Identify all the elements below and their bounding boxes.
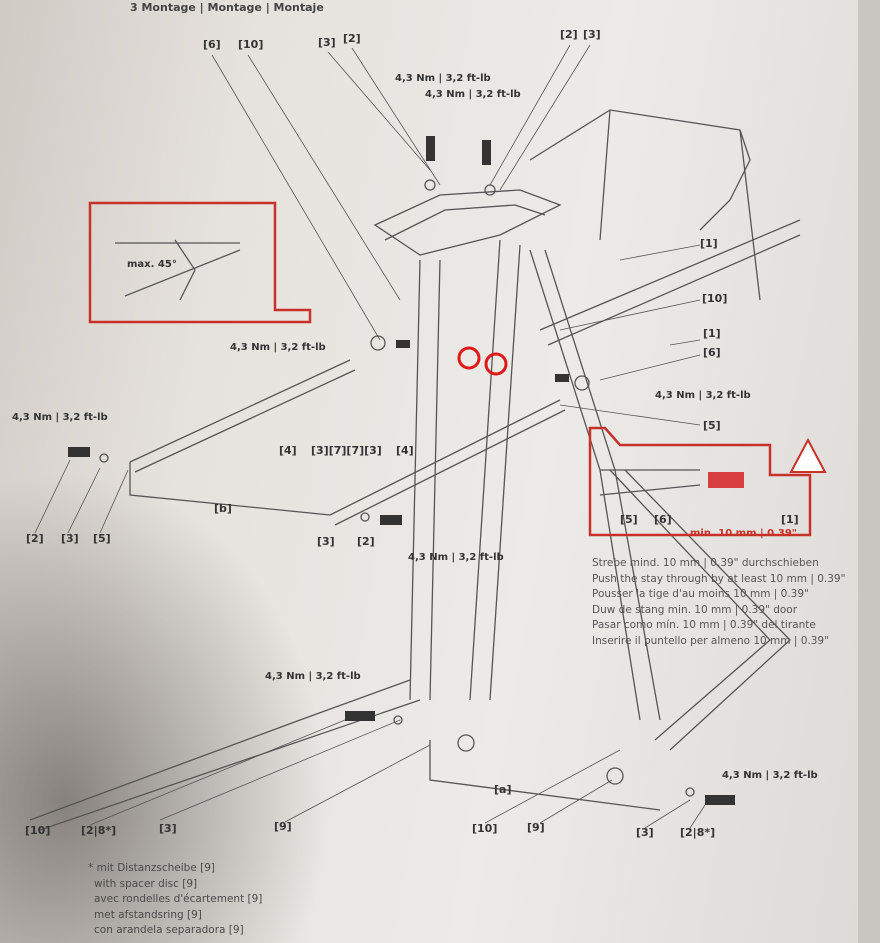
- push-instructions: Strebe mind. 10 mm | 0.39" durchschieben…: [592, 556, 845, 649]
- footnote-line: avec rondelles d'écartement [9]: [94, 893, 263, 905]
- part-label: [3]: [318, 36, 336, 49]
- part-label: [3]: [583, 28, 601, 41]
- torque-label: 4,3 Nm | 3,2 ft-lb: [230, 342, 326, 353]
- instruction-line: Duw de stang min. 10 mm | 0.39" door: [592, 603, 798, 616]
- right-stay: [539, 219, 801, 346]
- angle-detail-box: [88, 201, 312, 324]
- warning-icon: [789, 437, 827, 473]
- part-label: [10]: [472, 822, 498, 835]
- vertical-stays: [409, 239, 521, 701]
- instruction-line: Pasar como mín. 10 mm | 0.39" del tirant…: [592, 619, 816, 631]
- part-label: [1]: [781, 513, 799, 526]
- footnote-line: met afstandsring [9]: [94, 908, 202, 921]
- part-label: [6]: [203, 38, 221, 51]
- rack-frame-right: [529, 109, 761, 301]
- instruction-line: Strebe mind. 10 mm | 0.39" durchschieben: [592, 557, 819, 569]
- min-push-note: min. 10 mm | 0.39": [690, 528, 797, 539]
- instruction-line: Pousser la tige d'au moins 10 mm | 0.39": [592, 588, 809, 600]
- lower-stay: [329, 399, 566, 526]
- part-label: [10]: [702, 292, 728, 305]
- part-label: [5]: [620, 513, 638, 526]
- part-label: [2|8*]: [81, 824, 117, 837]
- part-label: [9]: [274, 820, 292, 833]
- left-stay: [129, 359, 356, 473]
- torque-label: 4,3 Nm | 3,2 ft-lb: [12, 412, 108, 423]
- part-label: [9]: [527, 821, 545, 834]
- highlight-circle: [457, 346, 481, 370]
- push-detail-box: [588, 426, 812, 537]
- torque-label: 4,3 Nm | 3,2 ft-lb: [655, 390, 751, 401]
- part-label: [5]: [93, 532, 111, 545]
- footnote-line: with spacer disc [9]: [94, 877, 198, 890]
- part-label: [5]: [703, 419, 721, 432]
- torque-label: 4,3 Nm | 3,2 ft-lb: [722, 770, 818, 781]
- part-label: [3][7][7][3]: [311, 444, 382, 457]
- footnote-line: * mit Distanzscheibe [9]: [88, 862, 215, 874]
- torque-label: 4,3 Nm | 3,2 ft-lb: [395, 73, 491, 84]
- part-label: [3]: [159, 822, 177, 835]
- next-page-edge: [858, 0, 880, 943]
- part-label: [10]: [25, 824, 51, 837]
- rack-top-platform: [373, 189, 562, 256]
- part-label: [10]: [238, 38, 264, 51]
- part-label: [2]: [343, 32, 361, 45]
- part-label: [4]: [396, 444, 414, 457]
- part-label: [6]: [703, 346, 721, 359]
- part-label: [3]: [61, 532, 79, 545]
- part-label: [2]: [26, 532, 44, 545]
- part-label: [2]: [560, 28, 578, 41]
- part-label: [b]: [214, 502, 232, 515]
- part-label: [2|8*]: [680, 826, 716, 839]
- instruction-line: Inserire il puntello per almeno 10 mm | …: [592, 634, 829, 647]
- part-label: [1]: [703, 327, 721, 340]
- part-label: [4]: [279, 444, 297, 457]
- shadow: [0, 470, 330, 943]
- highlight-circle: [484, 352, 508, 376]
- footnote: * mit Distanzscheibe [9] with spacer dis…: [88, 861, 262, 939]
- part-label: [a]: [494, 783, 512, 796]
- part-label: [6]: [654, 513, 672, 526]
- section-header: 3 Montage | Montage | Montaje: [130, 1, 324, 14]
- instruction-line: Push the stay through by at least 10 mm …: [592, 572, 846, 585]
- angle-note: max. 45°: [127, 259, 177, 270]
- part-label: [3]: [317, 535, 335, 548]
- part-label: [3]: [636, 826, 654, 839]
- torque-label: 4,3 Nm | 3,2 ft-lb: [265, 671, 361, 682]
- footnote-line: con arandela separadora [9]: [94, 924, 244, 936]
- torque-label: 4,3 Nm | 3,2 ft-lb: [425, 89, 521, 100]
- part-label: [2]: [357, 535, 375, 548]
- torque-label: 4,3 Nm | 3,2 ft-lb: [408, 552, 504, 563]
- part-label: [1]: [700, 237, 718, 250]
